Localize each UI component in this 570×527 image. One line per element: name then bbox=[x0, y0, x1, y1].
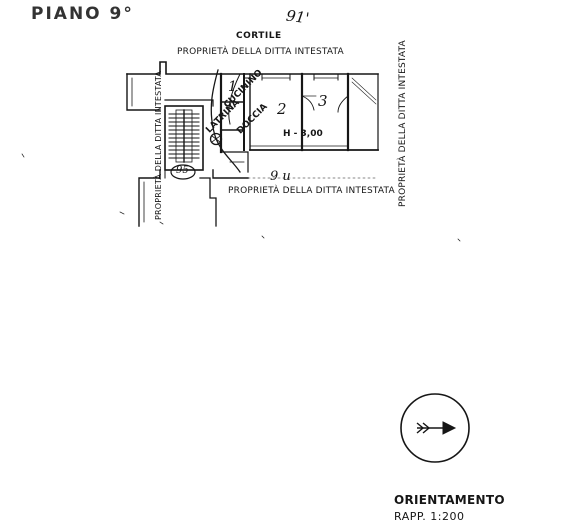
orientation-label: ORIENTAMENTO bbox=[394, 493, 505, 507]
handwritten-stair-number: 95 bbox=[176, 165, 189, 176]
handwritten-bottom-note: 9 u bbox=[270, 169, 291, 184]
room-number-2: 2 bbox=[277, 100, 287, 118]
scale-label: RAPP. 1:200 bbox=[394, 510, 465, 523]
property-label-bottom: PROPRIETÀ DELLA DITTA INTESTATA bbox=[228, 186, 395, 196]
arrow-right-icon bbox=[415, 417, 457, 439]
room-number-1: 1 bbox=[228, 79, 237, 95]
courtyard-label: CORTILE bbox=[236, 31, 282, 41]
property-label-top: PROPRIETÀ DELLA DITTA INTESTATA bbox=[177, 47, 344, 57]
page-title: PIANO 9° bbox=[31, 4, 134, 24]
room-height-label: H - 3,00 bbox=[283, 129, 323, 139]
room-number-3: 3 bbox=[318, 92, 328, 110]
